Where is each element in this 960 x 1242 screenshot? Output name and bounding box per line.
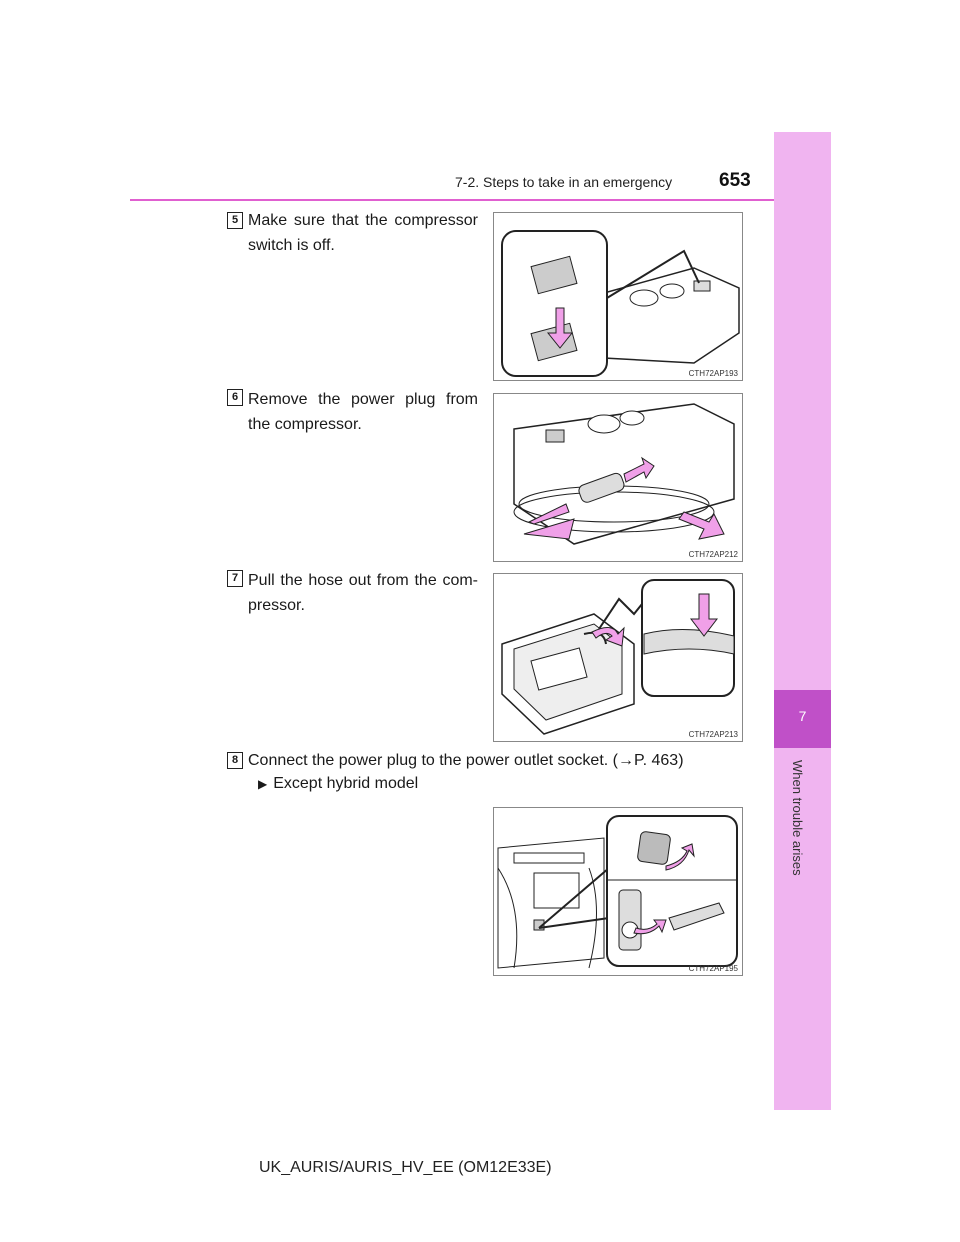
figure-compressor-switch: CTH72AP193 [493,212,743,381]
step-text: Remove the power plug from the compresso… [248,391,478,433]
step-text: Pull the hose out from the com- pressor. [248,572,478,614]
figure-power-outlet: CTH72AP195 [493,807,743,976]
step-number-badge: 6 [227,389,243,406]
chapter-side-tab [774,132,831,1110]
document-code: UK_AURIS/AURIS_HV_EE (OM12E33E) [259,1159,552,1176]
section-title: 7-2. Steps to take in an emergency [455,174,673,190]
step-text: Make sure that the compressor switch is … [248,212,478,254]
power-plug-illustration [513,403,735,545]
bullet-arrow-icon: ▶ [258,777,268,791]
figure-compressor-hose: CTH72AP213 [493,573,743,742]
compressor-switch-illustration [501,230,740,377]
step-number-badge: 5 [227,212,243,229]
header-rule [130,199,831,201]
figure-code: CTH72AP195 [688,964,738,973]
step-number-badge: 8 [227,752,243,769]
power-outlet-illustration [497,815,738,969]
step-number-badge: 7 [227,570,243,587]
figure-code: CTH72AP213 [688,730,738,739]
figure-code: CTH72AP212 [688,550,738,559]
compressor-hose-illustration [501,579,735,735]
chapter-number: 7 [798,708,807,724]
bullet-item: ▶ Except hybrid model [258,775,418,793]
bullet-text: Except hybrid model [273,775,419,792]
chapter-label: When trouble arises [790,760,805,876]
chapter-number-box [774,690,831,748]
page-number: 653 [719,170,751,191]
figure-code: CTH72AP193 [688,369,738,378]
figure-power-plug: CTH72AP212 [493,393,743,562]
step-text: Connect the power plug to the power outl… [248,752,684,769]
